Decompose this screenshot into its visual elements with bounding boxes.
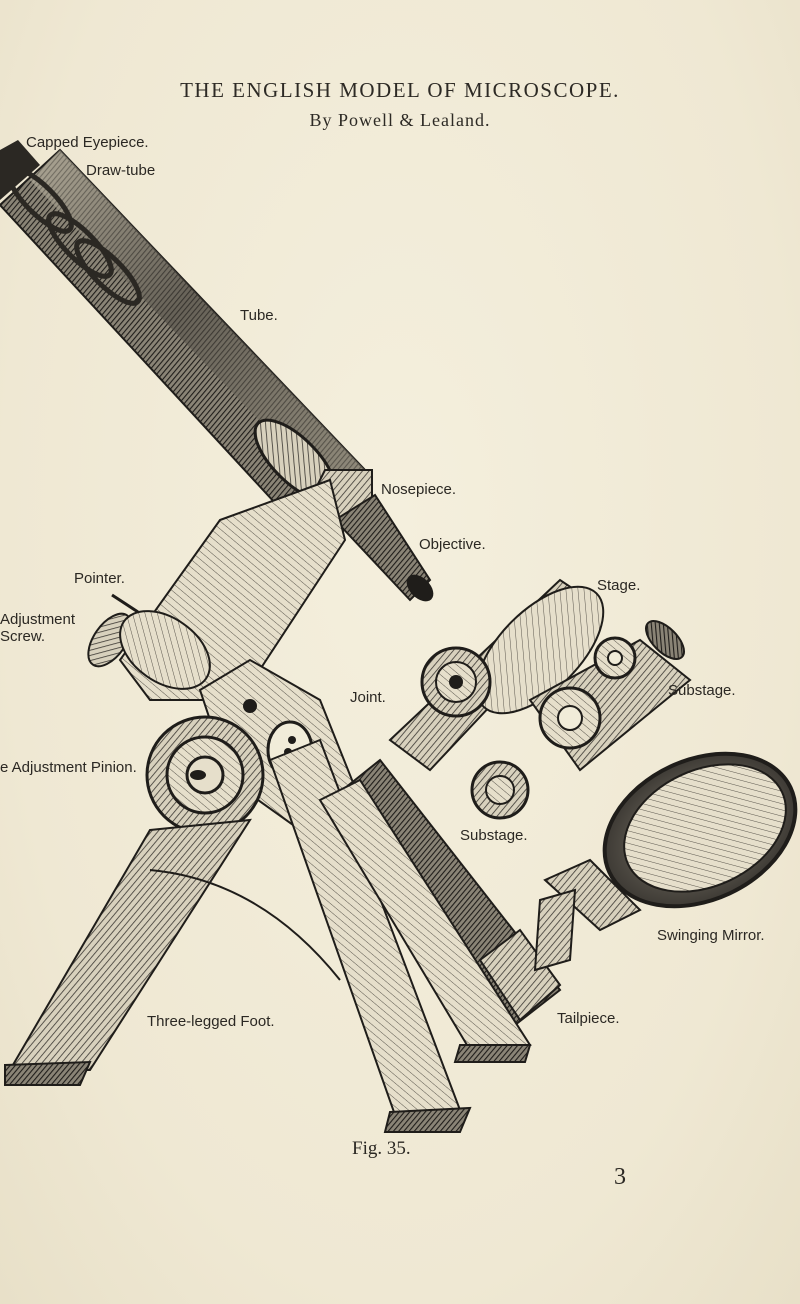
eyepiece-cap bbox=[0, 140, 40, 200]
tailpiece-clamp bbox=[478, 928, 562, 1022]
objective-lens bbox=[333, 493, 434, 602]
substage-lower bbox=[470, 760, 530, 820]
label-nosepiece: Nosepiece. bbox=[381, 481, 457, 498]
label-substage-lower: Substage. bbox=[460, 827, 528, 844]
label-adjustment-screw-line1: Adjustment bbox=[0, 611, 76, 628]
joint-screw bbox=[243, 699, 257, 713]
label-capped-eyepiece: Capped Eyepiece. bbox=[26, 134, 149, 151]
label-adjustment-pinion: e Adjustment Pinion. bbox=[0, 759, 137, 776]
page-number: 3 bbox=[614, 1164, 626, 1190]
fine-adjustment-screw bbox=[87, 593, 211, 690]
three-legged-foot bbox=[4, 738, 532, 1133]
stage-assembly bbox=[388, 578, 605, 772]
page-title: THE ENGLISH MODEL OF MICROSCOPE. bbox=[180, 78, 620, 102]
label-stage: Stage. bbox=[597, 577, 641, 594]
label-adjustment-screw-line2: Screw. bbox=[0, 628, 46, 645]
figure-caption: Fig. 35. bbox=[352, 1138, 411, 1159]
coarse-adjustment-pinion bbox=[145, 715, 265, 835]
swinging-mirror bbox=[533, 751, 798, 972]
label-joint: Joint. bbox=[350, 689, 386, 706]
substage-upper bbox=[528, 620, 692, 772]
label-draw-tube: Draw-tube bbox=[86, 162, 156, 179]
label-three-legged-foot: Three-legged Foot. bbox=[147, 1013, 275, 1030]
label-swinging-mirror: Swinging Mirror. bbox=[657, 927, 765, 944]
label-pointer: Pointer. bbox=[74, 570, 125, 587]
label-tailpiece: Tailpiece. bbox=[557, 1010, 620, 1027]
page-subtitle: By Powell & Lealand. bbox=[309, 110, 491, 130]
label-objective: Objective. bbox=[419, 536, 486, 553]
label-substage-right: Substage. bbox=[668, 682, 736, 699]
label-tube: Tube. bbox=[240, 307, 278, 324]
